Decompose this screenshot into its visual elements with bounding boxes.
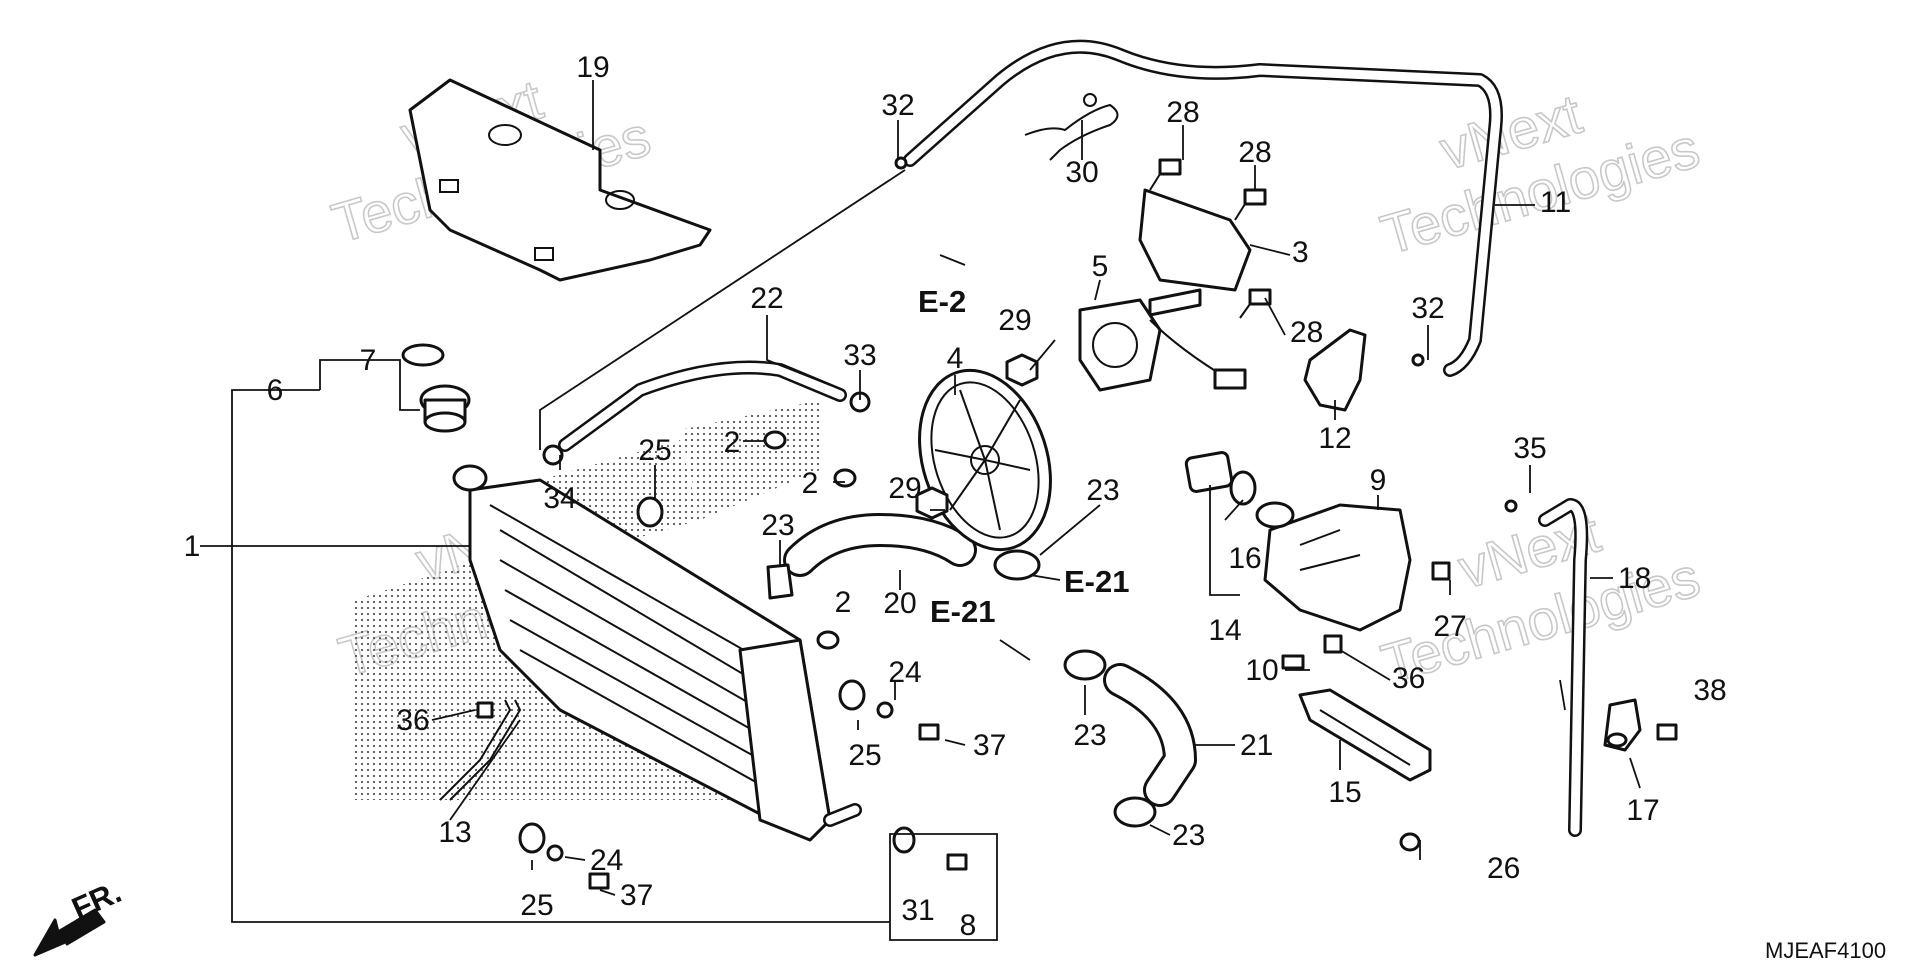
callout-23: 23 — [1172, 819, 1205, 852]
callout-23: 23 — [1073, 719, 1106, 752]
callout-28: 28 — [1166, 96, 1199, 129]
callout-25: 25 — [848, 739, 881, 772]
callout-28: 28 — [1290, 316, 1323, 349]
callout-38: 38 — [1693, 674, 1726, 707]
part-upper-hose — [558, 360, 847, 452]
part-hose-20 — [783, 513, 977, 577]
callout-37: 37 — [973, 729, 1006, 762]
callout-21: 21 — [1240, 729, 1273, 762]
callout-6: 6 — [267, 374, 284, 407]
callout-26: 26 — [1487, 852, 1520, 885]
callout-33: 33 — [843, 339, 876, 372]
callout-27: 27 — [1433, 610, 1466, 643]
callout-22: 22 — [750, 282, 783, 315]
callout-15: 15 — [1328, 776, 1361, 809]
callout-2: 2 — [835, 586, 852, 619]
callout-10: 10 — [1245, 654, 1278, 687]
part-bracket-15 — [1298, 688, 1432, 782]
callout-8: 8 — [960, 909, 977, 942]
callout-16: 16 — [1228, 542, 1261, 575]
callout-4: 4 — [947, 342, 964, 375]
reference-arrows — [939, 254, 1061, 661]
callout-29: 29 — [998, 304, 1031, 337]
callout-25: 25 — [520, 889, 553, 922]
callout-37: 37 — [620, 879, 653, 912]
callout-36: 36 — [396, 704, 429, 737]
callout-2: 2 — [724, 426, 741, 459]
callout-18: 18 — [1618, 562, 1651, 595]
callout-31: 31 — [901, 894, 934, 927]
callout-25: 25 — [638, 434, 671, 467]
callout-32: 32 — [1411, 292, 1444, 325]
part-cover-plate — [408, 78, 712, 282]
callout-35: 35 — [1513, 432, 1546, 465]
part-clamps-23 — [766, 549, 1157, 828]
callout-32: 32 — [881, 89, 914, 122]
callout-24: 24 — [590, 844, 623, 877]
callout-9: 9 — [1370, 464, 1387, 497]
callout-30: 30 — [1065, 156, 1098, 189]
callout-24: 24 — [888, 656, 921, 689]
callout-13: 13 — [438, 816, 471, 849]
front-direction-arrow: FR. — [33, 874, 127, 957]
callout-3: 3 — [1292, 236, 1309, 269]
callout-14: 14 — [1208, 614, 1241, 647]
part-radiator-cap — [401, 343, 471, 433]
callout-labels: 19 32 30 28 28 3 5 28 29 11 32 12 22 33 … — [184, 51, 1727, 942]
part-reservoir-cap — [1184, 451, 1257, 506]
callout-23: 23 — [1086, 474, 1119, 507]
leader-lines — [200, 80, 1641, 941]
callout-28: 28 — [1238, 136, 1271, 169]
callout-2: 2 — [802, 467, 819, 500]
callout-17: 17 — [1626, 794, 1659, 827]
part-hose-18 — [1538, 498, 1589, 837]
reference-label-e21-right: E-21 — [1064, 564, 1129, 599]
part-hose-21 — [1103, 663, 1197, 807]
callout-20: 20 — [883, 587, 916, 620]
diagram-code: MJEAF4100 — [1765, 938, 1886, 960]
part-bracket-12 — [1303, 328, 1367, 412]
callout-19: 19 — [576, 51, 609, 84]
watermark-top-right: vNext Technologies — [1373, 81, 1706, 267]
callout-23: 23 — [761, 509, 794, 542]
callout-12: 12 — [1318, 422, 1351, 455]
part-bracket-17 — [1603, 698, 1642, 752]
callout-5: 5 — [1092, 250, 1109, 283]
reference-label-e21-left: E-21 — [930, 594, 995, 629]
callout-11: 11 — [1540, 186, 1571, 219]
front-label: FR. — [67, 874, 127, 926]
part-cooling-fan — [918, 368, 1052, 552]
part-fan-motor — [1078, 188, 1252, 392]
part-clip-30 — [1024, 93, 1119, 161]
reference-label-e2: E-2 — [918, 284, 966, 319]
callout-1: 1 — [184, 530, 201, 563]
callout-29: 29 — [888, 472, 921, 505]
part-radiator — [452, 464, 862, 842]
part-overflow-hose — [903, 39, 1503, 377]
part-reservoir-tank — [1255, 501, 1412, 632]
part-stay-13 — [439, 699, 522, 801]
callout-34: 34 — [543, 482, 576, 515]
callout-7: 7 — [360, 344, 377, 377]
callout-36: 36 — [1392, 662, 1425, 695]
